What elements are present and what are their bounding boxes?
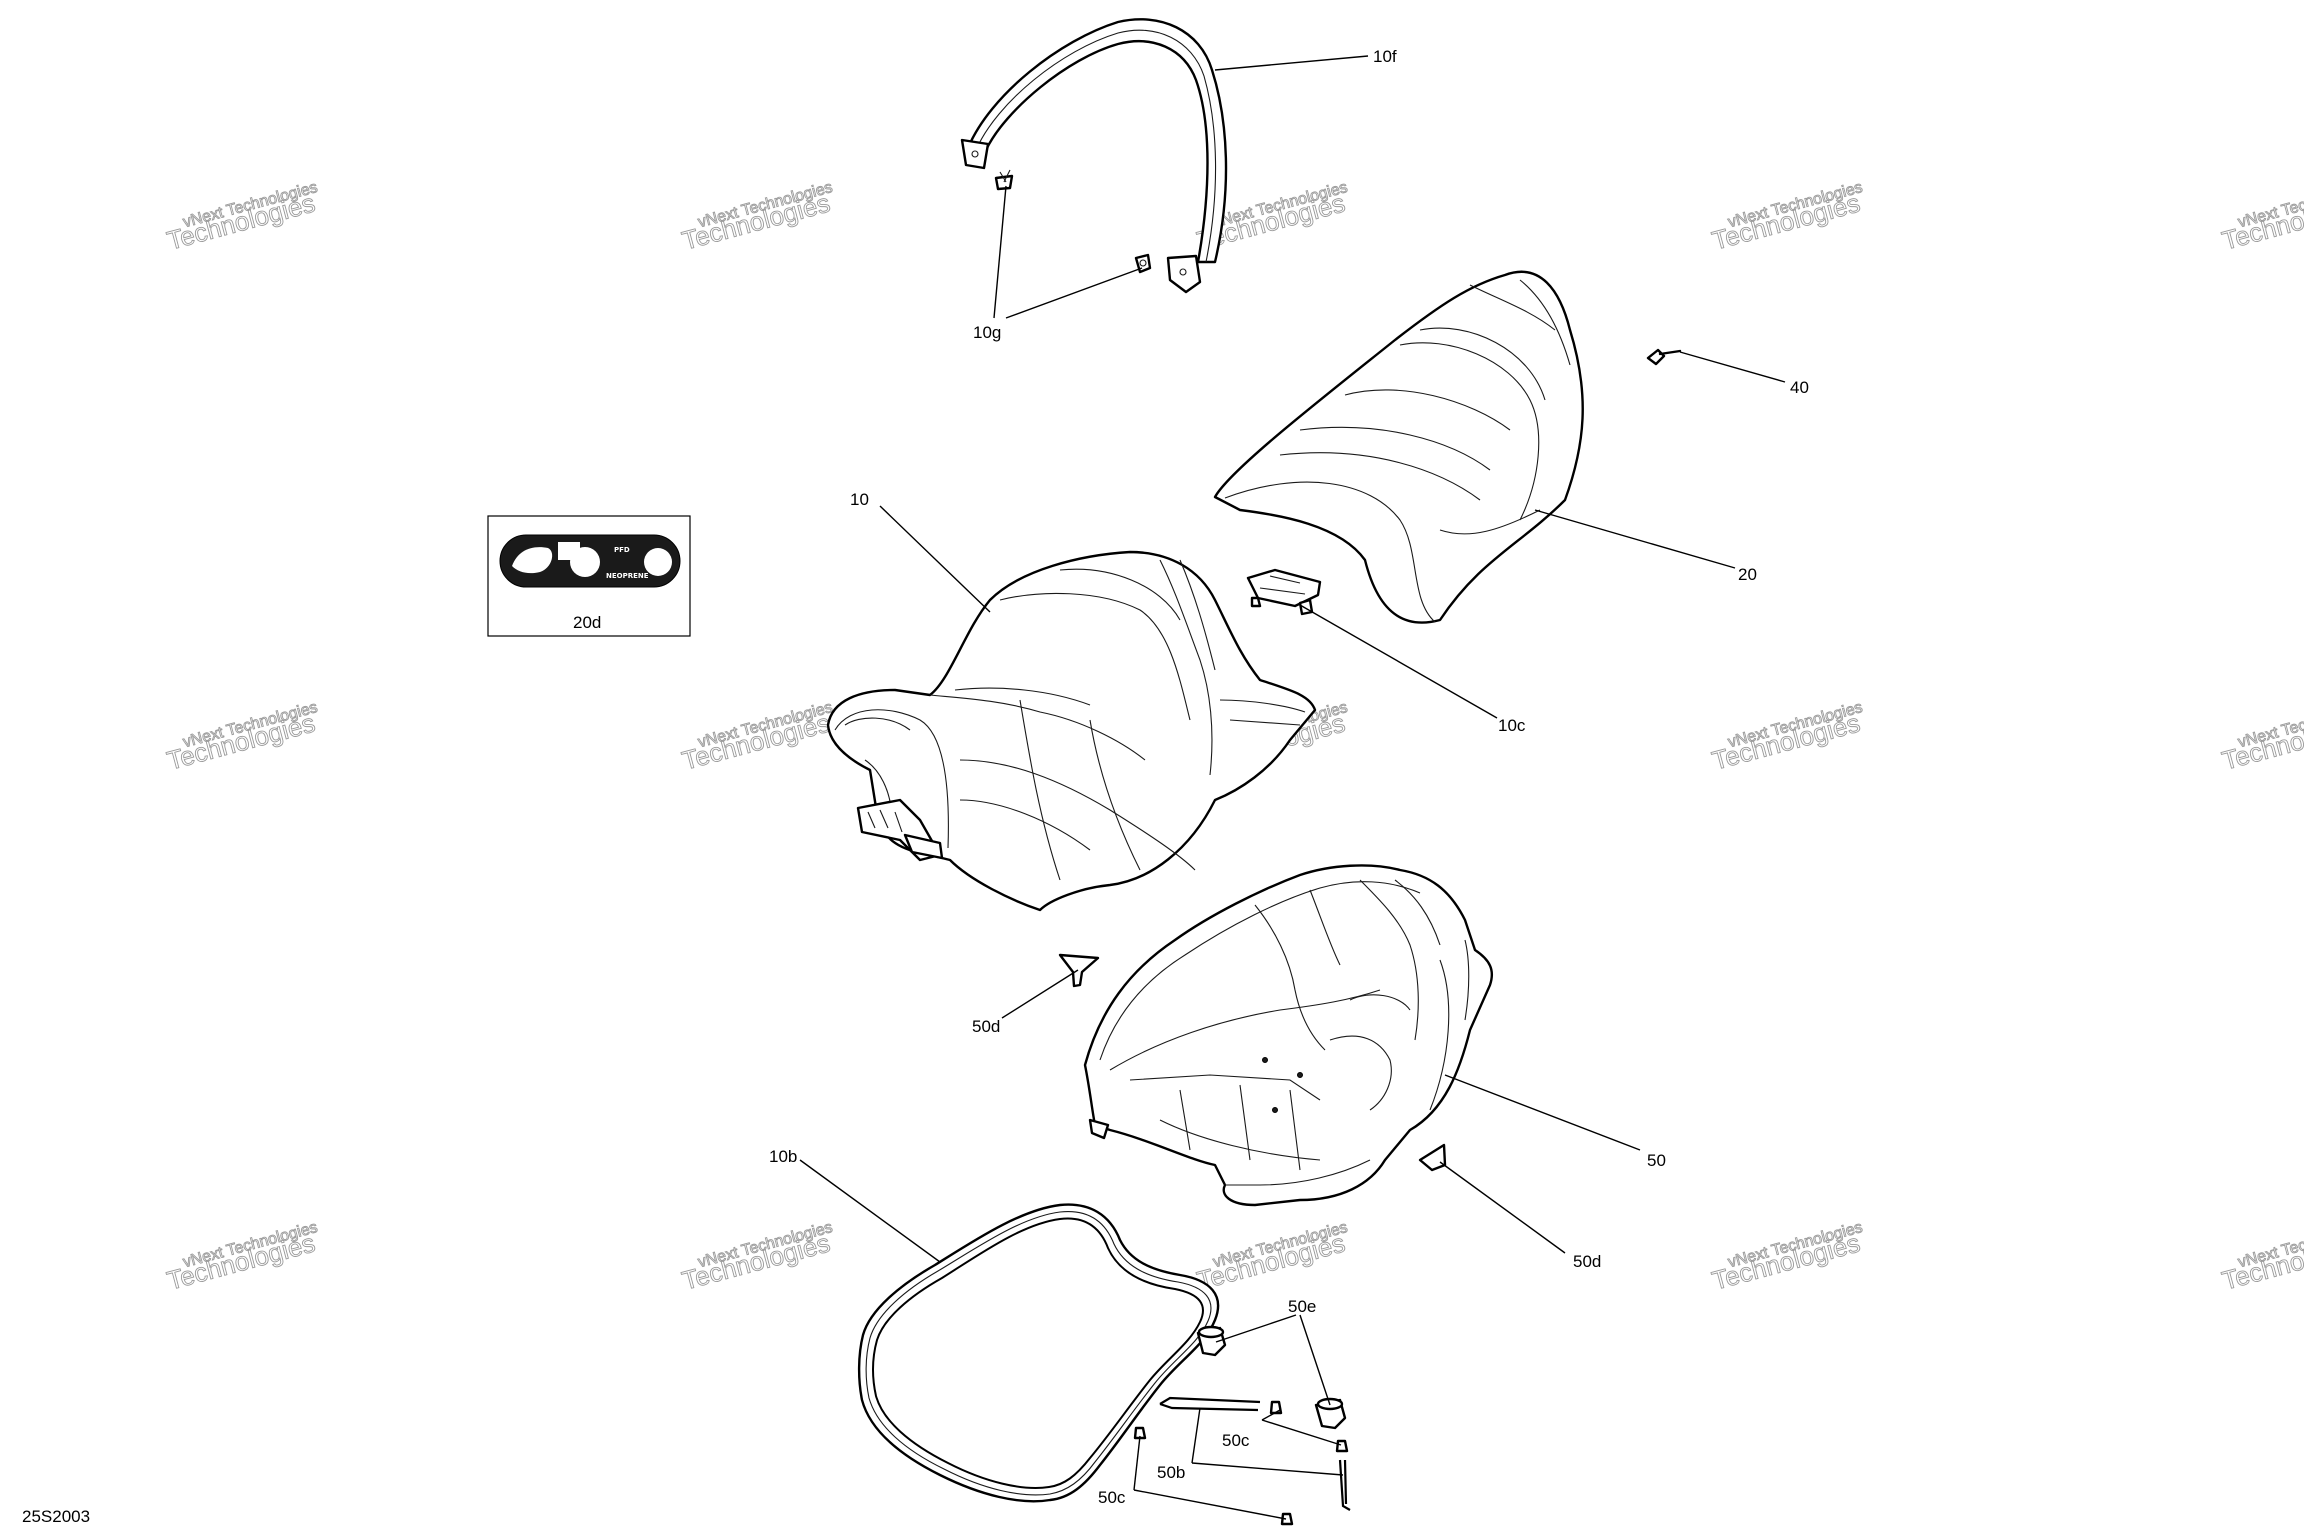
callout-40: 40 bbox=[1790, 378, 1809, 397]
callout-50d-left: 50d bbox=[972, 1017, 1000, 1036]
part-10-driver-seat bbox=[826, 550, 1317, 912]
clip-lower bbox=[1134, 253, 1152, 274]
part-10b-seal bbox=[857, 1203, 1220, 1503]
part-50-storage-bin bbox=[1083, 864, 1494, 1207]
part-50c-pin-left bbox=[1133, 1426, 1147, 1440]
part-40-screw bbox=[1646, 348, 1682, 366]
callout-50d-right: 50d bbox=[1573, 1252, 1601, 1271]
part-20d-decal-box: PFD NEOPRENE bbox=[487, 515, 691, 637]
callout-10c: 10c bbox=[1498, 716, 1526, 735]
clip-upper bbox=[994, 169, 1014, 191]
callout-10g: 10g bbox=[973, 323, 1001, 342]
callout-50: 50 bbox=[1647, 1151, 1666, 1170]
callout-10: 10 bbox=[850, 490, 869, 509]
callout-20: 20 bbox=[1738, 565, 1757, 584]
part-10c-latch bbox=[1246, 568, 1322, 616]
part-10g-clips bbox=[994, 169, 1152, 274]
part-50d-bumper-left bbox=[1058, 953, 1100, 988]
part-50c-pin-mid bbox=[1335, 1439, 1349, 1453]
callout-20d: 20d bbox=[573, 613, 601, 632]
decal-neoprene-text: NEOPRENE bbox=[606, 572, 649, 580]
part-10f-strap bbox=[960, 18, 1228, 294]
callout-50b: 50b bbox=[1157, 1463, 1185, 1482]
decal-pfd-text: PFD bbox=[614, 546, 630, 554]
part-50c-pin-upper bbox=[1269, 1400, 1283, 1415]
callout-10b: 10b bbox=[769, 1147, 797, 1166]
part-50e-grommet-upper bbox=[1196, 1325, 1227, 1357]
callout-50c-upper: 50c bbox=[1222, 1431, 1250, 1450]
callout-50c-lower: 50c bbox=[1098, 1488, 1126, 1507]
part-50d-bumper-right bbox=[1418, 1143, 1447, 1172]
diagram-code: 25S2003 bbox=[22, 1507, 90, 1526]
part-50e-grommet-lower bbox=[1314, 1397, 1347, 1430]
part-50c-pin-bottom bbox=[1280, 1512, 1294, 1526]
part-20-passenger-seat bbox=[1213, 270, 1584, 624]
callout-50e: 50e bbox=[1288, 1297, 1316, 1316]
leader-lines bbox=[799, 55, 1786, 1520]
callout-labels: 10f 10g 40 10 20 20d 10c 50d 50 10b 50d … bbox=[573, 47, 1809, 1507]
callout-10f: 10f bbox=[1373, 47, 1397, 66]
